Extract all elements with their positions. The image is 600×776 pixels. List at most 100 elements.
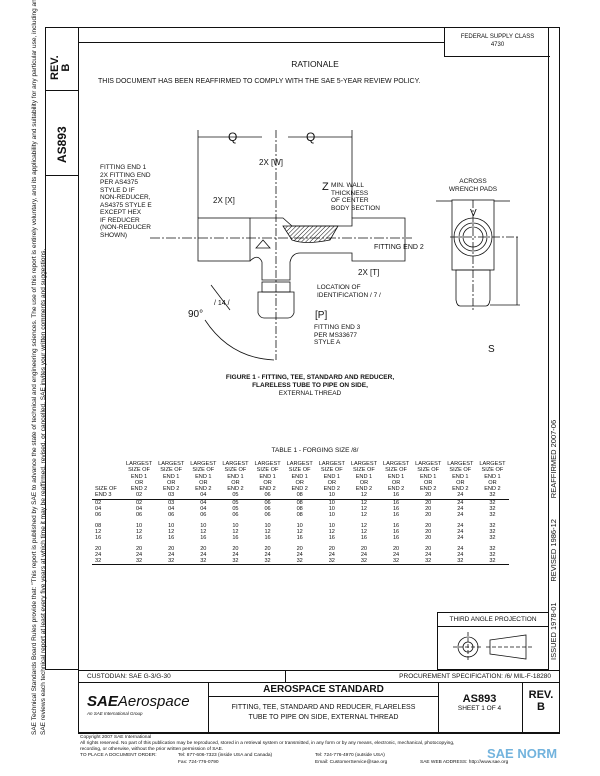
table-cell: 16 xyxy=(392,506,400,513)
table-cell: 02 xyxy=(135,499,143,506)
figure-caption: FIGURE 1 - FITTING, TEE, STANDARD AND RE… xyxy=(225,374,395,397)
dim-t: 2X [T] xyxy=(358,268,379,277)
table-title: TABLE 1 - FORGING SIZE /8/ xyxy=(271,447,359,454)
table-cell: 20 xyxy=(200,545,207,552)
table-cell: 20 xyxy=(232,545,239,552)
dim-q-right: Q xyxy=(306,130,315,144)
table-cell: 12 xyxy=(360,528,368,535)
table-cell: 06 xyxy=(232,512,239,519)
table-cell: 06 xyxy=(264,512,271,519)
footer: Copyright 2007 SAE International All rig… xyxy=(80,735,550,767)
table-cell: 20 xyxy=(425,512,432,519)
custodian: CUSTODIAN: SAE G-3/G-30 xyxy=(79,671,286,682)
table-cell: 04 xyxy=(168,506,175,513)
table-cell: 20 xyxy=(425,522,432,529)
table-cell: 20 xyxy=(425,545,432,552)
sheet-number: SHEET 1 OF 4 xyxy=(457,705,502,712)
table-cell: 16 xyxy=(200,535,207,542)
table-cell: 32 xyxy=(476,558,509,566)
document-history: ISSUED 1978-01 REVISED 1986-12 REAFFIRME… xyxy=(549,380,558,660)
table-cell: 12 xyxy=(360,512,368,519)
end3-size: 32 xyxy=(92,558,123,566)
table-cell: 32 xyxy=(251,558,284,566)
table-cell: 24 xyxy=(232,551,239,558)
end3-size: 20 xyxy=(95,545,102,552)
web-address: SAE WEB ADDRESS: http://www.sae.org xyxy=(420,760,509,765)
table-cell: 24 xyxy=(457,545,464,552)
table-cell: 32 xyxy=(489,522,496,529)
order-label: TO PLACE A DOCUMENT ORDER: xyxy=(80,753,157,758)
table-cell: 32 xyxy=(283,558,316,566)
table-cell: 20 xyxy=(425,499,432,506)
table-cell: 10 xyxy=(296,522,303,529)
table-cell: 16 xyxy=(232,535,239,542)
table-cell: 20 xyxy=(360,545,368,552)
table-cell: 05 xyxy=(232,506,239,513)
table-cell: 12 xyxy=(360,506,368,513)
table-cell: 10 xyxy=(232,522,239,529)
rationale-text: THIS DOCUMENT HAS BEEN REAFFIRMED TO COM… xyxy=(98,78,421,85)
page-frame xyxy=(78,27,560,733)
note-14: / 14 / xyxy=(214,300,230,307)
figure-1-drawing: Q Q 2X [W] 2X [X] Z FITTING END 2 2X [T]… xyxy=(150,130,520,361)
tee-body xyxy=(150,130,412,360)
table-cell: 24 xyxy=(457,522,464,529)
table-cell: 24 xyxy=(457,499,464,506)
table-cell: 12 xyxy=(296,528,303,535)
table-cell: 06 xyxy=(200,512,207,519)
table-cell: 32 xyxy=(187,558,220,566)
projection-label: THIRD ANGLE PROJECTION xyxy=(438,613,548,627)
end3-size: 04 xyxy=(95,506,102,513)
table-cell: 08 xyxy=(296,512,303,519)
end3-size: 02 xyxy=(95,499,102,506)
table-cell: 24 xyxy=(328,551,335,558)
table-cell: 06 xyxy=(264,499,271,506)
dim-p: [P] xyxy=(315,310,327,321)
table-cell: 04 xyxy=(200,499,207,506)
table-cell: 32 xyxy=(489,506,496,513)
end3-size: 12 xyxy=(95,528,102,535)
table-cell: 24 xyxy=(135,551,143,558)
sae-norm-watermark: SAE NORM xyxy=(487,746,558,761)
table-cell: 24 xyxy=(457,512,464,519)
issued-date: ISSUED 1978-01 xyxy=(549,602,558,660)
rationale-title: RATIONALE xyxy=(291,59,339,69)
label-end2: FITTING END 2 xyxy=(374,244,424,251)
third-angle-projection: THIRD ANGLE PROJECTION xyxy=(437,612,549,670)
table-cell: 20 xyxy=(425,535,432,542)
table-cell: 16 xyxy=(168,535,175,542)
table-cell: 32 xyxy=(347,558,380,566)
table-cell: 16 xyxy=(264,535,271,542)
table-cell: 32 xyxy=(489,551,496,558)
table-cell: 10 xyxy=(328,512,335,519)
dim-q-left: Q xyxy=(228,130,237,144)
title-block: SAEAerospace An SAE International Group … xyxy=(78,682,560,734)
table-cell: 16 xyxy=(392,512,400,519)
table-cell: 12 xyxy=(360,499,368,506)
table-cell: 05 xyxy=(232,499,239,506)
dim-x: 2X [X] xyxy=(213,196,235,205)
end3-size: 24 xyxy=(95,551,102,558)
end3-size: 16 xyxy=(95,535,102,542)
table-cell: 24 xyxy=(168,551,175,558)
table-cell: 32 xyxy=(123,558,156,566)
fax: Fax: 724-776-0790 xyxy=(178,760,219,765)
table-cell: 10 xyxy=(200,522,207,529)
aerospace-standard-heading: AEROSPACE STANDARD xyxy=(209,683,438,697)
